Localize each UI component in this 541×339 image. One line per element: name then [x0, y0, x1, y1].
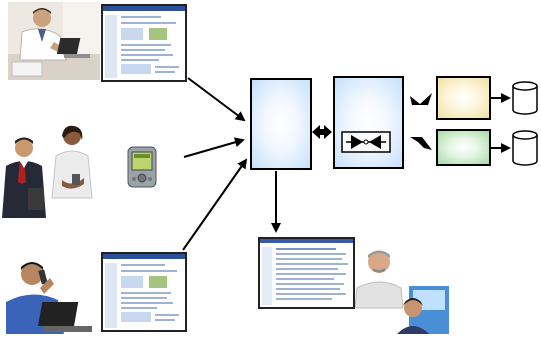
database-icon: [511, 130, 539, 166]
arrow-to-green: [410, 137, 432, 150]
browser-screenshot-icon: [101, 4, 187, 82]
person-phone-icon: [6, 258, 96, 334]
gateway-box: [250, 78, 312, 170]
bidirectional-arrow: [312, 125, 332, 139]
arrow-mobile-client: [183, 137, 245, 158]
router-icon: [341, 131, 391, 153]
service-yellow-box: [436, 76, 491, 120]
service-green-box: [436, 129, 491, 166]
admin-console-screenshot: [258, 237, 355, 309]
browser-screenshot-icon: [101, 252, 187, 332]
arrow-bottom-client: [182, 158, 248, 251]
database-icon: [511, 81, 539, 115]
business-people-icon: [0, 122, 100, 218]
people-icon: [354, 246, 449, 334]
processing-box: [333, 76, 404, 169]
pda-icon: [127, 146, 157, 188]
arrow-to-yellow: [410, 93, 432, 105]
arrow-top-client: [187, 77, 246, 122]
person-laptop-icon: [8, 2, 100, 80]
